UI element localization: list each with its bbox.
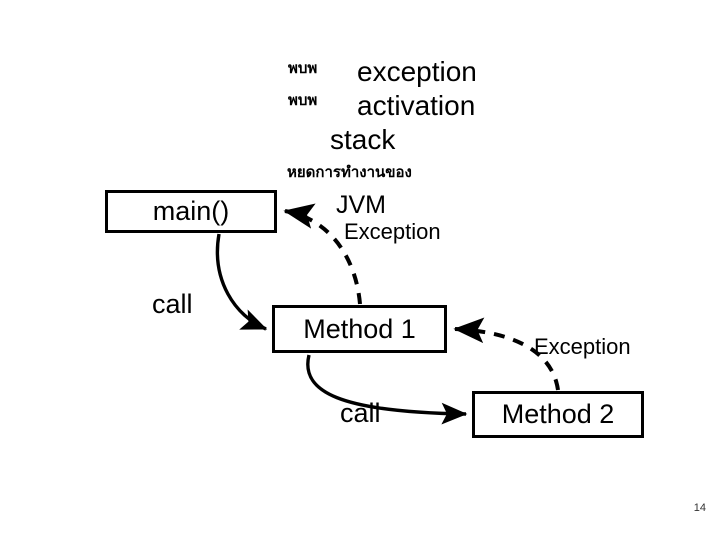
node-main-label: main() <box>152 196 230 226</box>
node-method-2-label: Method 2 <box>501 399 615 429</box>
header-text-activation: activation <box>357 90 476 121</box>
edge-label-call-2: call <box>340 398 381 428</box>
header-bullet-thai-1: พบพ <box>288 59 318 77</box>
header-bullet-thai-2: พบพ <box>288 91 318 109</box>
subtitle-thai: หยดการทำงานของ <box>287 163 412 181</box>
header-text-exception: exception <box>357 56 477 87</box>
node-main[interactable]: main() <box>105 190 277 233</box>
edge-label-exception-2: Exception <box>534 334 631 359</box>
edge-label-exception-1: Exception <box>344 219 441 244</box>
node-method-2[interactable]: Method 2 <box>472 391 644 438</box>
connector-method1-to-method2 <box>306 354 468 425</box>
node-method-1-label: Method 1 <box>303 313 416 344</box>
header-text-stack: stack <box>330 124 396 155</box>
page-number: 14 <box>693 502 706 514</box>
connector-main-to-method1 <box>215 233 268 331</box>
node-method-1[interactable]: Method 1 <box>272 305 447 353</box>
subtitle-jvm: JVM <box>336 191 386 219</box>
edge-label-call-1: call <box>152 289 193 319</box>
